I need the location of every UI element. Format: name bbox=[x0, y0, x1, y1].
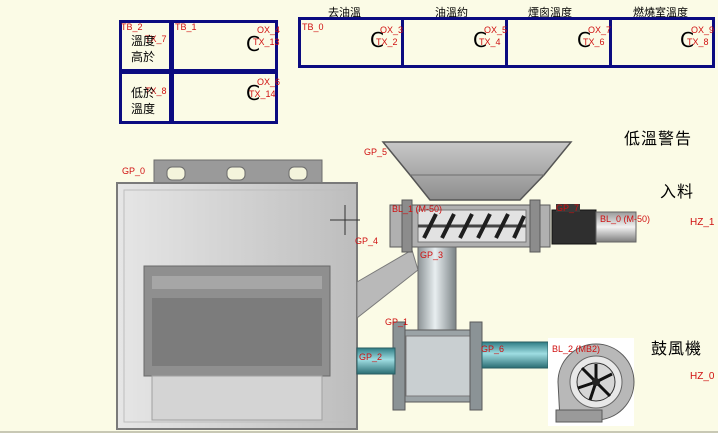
tag-gp4: GP_4 bbox=[355, 236, 379, 246]
blower-fan bbox=[548, 338, 635, 426]
temp-unit-2: C bbox=[577, 28, 591, 52]
tag-gp5: GP_5 bbox=[364, 147, 388, 157]
tag-ox3: OX_3 bbox=[380, 25, 404, 35]
low-temp-alarm-label: 低溫警告 bbox=[624, 129, 693, 148]
hopper bbox=[381, 141, 573, 201]
threshold-low-value-box bbox=[171, 71, 278, 124]
temp-unit-3: C bbox=[680, 28, 694, 52]
feed-chute bbox=[356, 249, 419, 320]
low-label-line1: 低於 bbox=[131, 86, 156, 100]
tag-gp-screw: GP_7 bbox=[556, 203, 580, 213]
low-threshold-unit: C bbox=[246, 81, 260, 105]
vertical-pipe bbox=[417, 246, 457, 336]
furnace bbox=[116, 159, 360, 430]
tag-tx14: TX_14 bbox=[249, 89, 276, 99]
tag-tb0: TB_0 bbox=[302, 22, 324, 32]
tag-hz0: HZ_0 bbox=[690, 371, 715, 382]
tag-tx6: TX_6 bbox=[583, 37, 605, 47]
temp-cell-2 bbox=[505, 17, 612, 68]
tag-tb2: TB_2 bbox=[121, 22, 143, 32]
tag-tx13: TX_13 bbox=[253, 37, 280, 47]
tag-gp3: GP_3 bbox=[420, 250, 444, 260]
tag-gp6: GP_6 bbox=[481, 344, 505, 354]
header-oil-removal-temp: 去油溫 bbox=[328, 6, 361, 19]
temp-unit-1: C bbox=[473, 28, 487, 52]
high-label-line2: 高於 bbox=[131, 50, 156, 64]
tag-ox5: OX_5 bbox=[484, 25, 508, 35]
threshold-low-box bbox=[119, 71, 172, 124]
temp-unit-0: C bbox=[370, 28, 384, 52]
tag-bl2: BL_2 (MB2) bbox=[552, 344, 601, 354]
temp-cell-3 bbox=[609, 17, 715, 68]
blower-label: 鼓風機 bbox=[651, 339, 703, 358]
feed-label: 入料 bbox=[660, 182, 695, 201]
tag-ox7: OX_7 bbox=[588, 25, 612, 35]
tag-bl1: BL_1 (M-50) bbox=[392, 204, 443, 214]
tag-tx7: TX_7 bbox=[145, 34, 167, 44]
header-chimney-temp: 煙囪溫度 bbox=[528, 6, 572, 19]
high-threshold-unit: C bbox=[246, 32, 260, 56]
tag-tb1: TB_1 bbox=[175, 22, 197, 32]
tag-tx2: TX_2 bbox=[376, 37, 398, 47]
header-oil-temp: 油溫約 bbox=[435, 6, 468, 19]
feed-motor bbox=[551, 204, 637, 245]
screw-conveyor bbox=[389, 199, 551, 253]
tag-tx8: TX_8 bbox=[687, 37, 709, 47]
header-combustion-temp: 燃燒室溫度 bbox=[633, 6, 688, 19]
tag-ox4: OX_4 bbox=[257, 25, 281, 35]
mixing-chamber bbox=[392, 321, 483, 411]
tag-gp1: GP_1 bbox=[385, 317, 409, 327]
temp-cell-0 bbox=[298, 17, 404, 68]
bottom-border bbox=[0, 431, 718, 433]
tag-ox9: OX_9 bbox=[691, 25, 715, 35]
tag-tx8: TX_8 bbox=[145, 86, 167, 96]
left-teal-pipe bbox=[356, 347, 396, 375]
threshold-high-value-box bbox=[171, 20, 278, 72]
tag-tx4: TX_4 bbox=[479, 37, 501, 47]
tag-bl0: BL_0 (M-50) bbox=[600, 214, 651, 224]
tag-ox6: OX_6 bbox=[257, 77, 281, 87]
high-label-line1: 溫度 bbox=[131, 34, 156, 48]
tag-gp0: GP_0 bbox=[122, 166, 146, 176]
threshold-high-box bbox=[119, 20, 172, 72]
tag-gp2: GP_2 bbox=[359, 352, 383, 362]
low-label-line2: 溫度 bbox=[131, 102, 156, 116]
right-teal-pipe bbox=[481, 341, 549, 369]
tag-hz1: HZ_1 bbox=[690, 217, 715, 228]
